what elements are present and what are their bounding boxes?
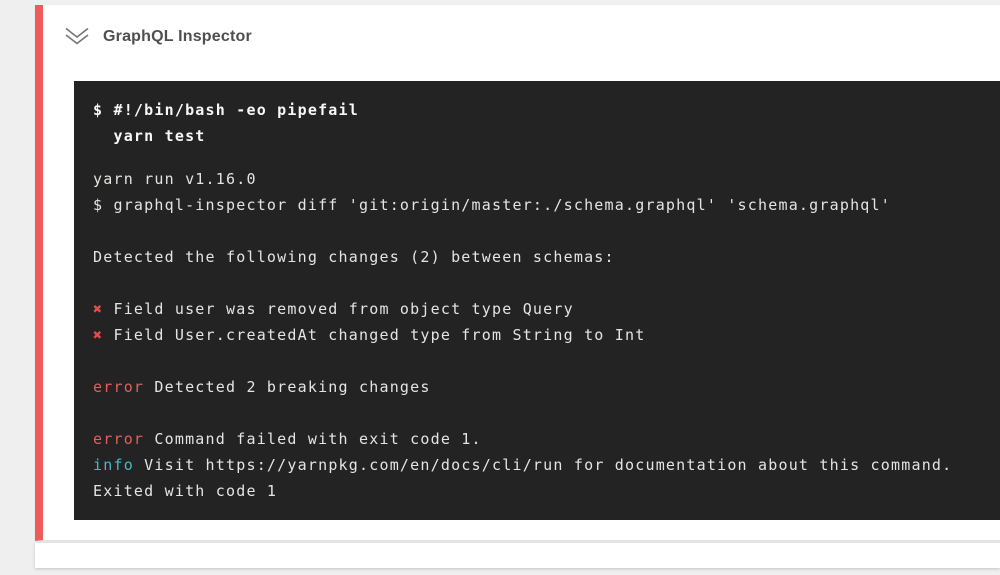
chevron-double-down-icon[interactable] bbox=[64, 26, 90, 48]
terminal-line bbox=[93, 270, 980, 296]
terminal-line: yarn run v1.16.0 bbox=[93, 170, 257, 188]
terminal-line: ✖ Field User.createdAt changed type from… bbox=[93, 326, 646, 344]
terminal-line: Detected the following changes (2) betwe… bbox=[93, 248, 615, 266]
step-title: GraphQL Inspector bbox=[103, 28, 252, 45]
terminal-line: yarn test bbox=[93, 127, 206, 145]
terminal-line bbox=[93, 348, 980, 374]
terminal-line bbox=[93, 149, 980, 166]
terminal-line bbox=[93, 218, 980, 244]
terminal-line bbox=[93, 400, 980, 426]
error-label: error bbox=[93, 430, 145, 448]
error-label: error bbox=[93, 378, 145, 396]
terminal-line: $ graphql-inspector diff 'git:origin/mas… bbox=[93, 196, 891, 214]
terminal-line: $ #!/bin/bash -eo pipefail bbox=[93, 101, 359, 119]
build-step-card: GraphQL Inspector $ #!/bin/bash -eo pipe… bbox=[35, 5, 1000, 541]
terminal-line: info Visit https://yarnpkg.com/en/docs/c… bbox=[93, 456, 953, 474]
info-label: info bbox=[93, 456, 134, 474]
terminal-line: error Command failed with exit code 1. bbox=[93, 430, 482, 448]
terminal-line: ✖ Field user was removed from object typ… bbox=[93, 300, 574, 318]
terminal-line: Exited with code 1 bbox=[93, 482, 278, 500]
breaking-change-cross-icon: ✖ bbox=[93, 300, 104, 318]
next-step-row[interactable] bbox=[35, 543, 1000, 568]
terminal-output: $ #!/bin/bash -eo pipefail yarn test yarn… bbox=[74, 81, 1000, 520]
terminal-line: error Detected 2 breaking changes bbox=[93, 378, 431, 396]
breaking-change-cross-icon: ✖ bbox=[93, 326, 104, 344]
step-header[interactable]: GraphQL Inspector bbox=[43, 5, 1000, 48]
